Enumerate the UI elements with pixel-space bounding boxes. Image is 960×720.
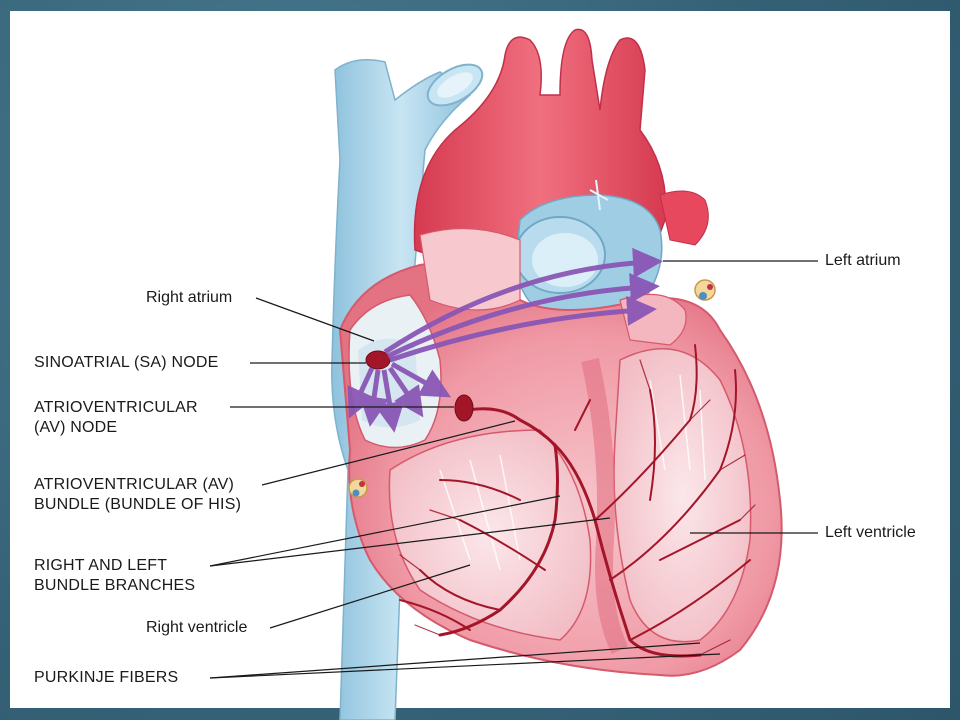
pulmonary-trunk xyxy=(514,179,663,327)
label-av-bundle-line2: BUNDLE (BUNDLE OF HIS) xyxy=(34,496,242,513)
label-purkinje-fibers: PURKINJE FIBERS xyxy=(34,669,179,686)
label-av-node-line2: (AV) NODE xyxy=(34,419,118,436)
conduction-system xyxy=(399,344,756,658)
av-node xyxy=(454,394,474,422)
label-av-node-line1: ATRIOVENTRICULAR xyxy=(34,399,198,416)
label-bundle-branches-line1: RIGHT AND LEFT xyxy=(34,557,168,574)
impulse-arrows xyxy=(347,247,663,433)
label-left-ventricle: Left ventricle xyxy=(825,524,916,541)
label-sa-node: SINOATRIAL (SA) NODE xyxy=(34,354,219,371)
label-right-atrium: Right atrium xyxy=(146,289,233,306)
leader-lines xyxy=(209,260,818,679)
label-right-ventricle: Right ventricle xyxy=(146,619,248,636)
label-av-bundle-line1: ATRIOVENTRICULAR (AV) xyxy=(34,476,235,493)
heart-body xyxy=(338,227,783,677)
label-bundle-branches-line2: BUNDLE BRANCHES xyxy=(34,577,196,594)
label-left-atrium: Left atrium xyxy=(825,252,901,269)
